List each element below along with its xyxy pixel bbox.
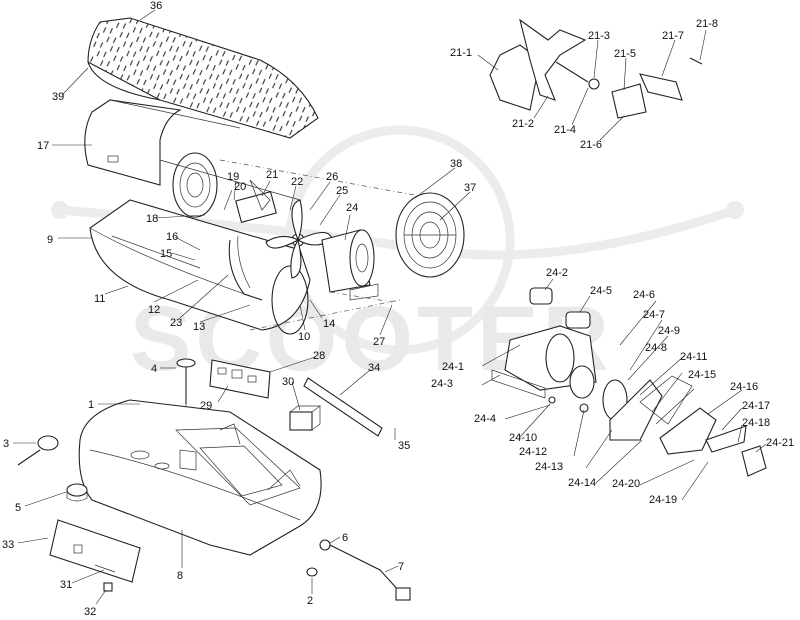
label-8: 8 bbox=[177, 570, 183, 582]
fan-guard-part bbox=[395, 192, 465, 278]
label-24-9: 24-9 bbox=[658, 325, 680, 337]
label-24-20: 24-20 bbox=[612, 478, 640, 490]
label-34: 34 bbox=[368, 362, 380, 374]
label-18: 18 bbox=[146, 213, 158, 225]
axis-line-mid bbox=[249, 299, 401, 331]
inner-liner-part bbox=[84, 99, 241, 186]
label-10: 10 bbox=[298, 331, 310, 343]
label-24-1: 24-1 bbox=[442, 361, 464, 373]
label-21: 21 bbox=[266, 169, 278, 181]
top-cover-part bbox=[87, 17, 319, 139]
label-35: 35 bbox=[398, 440, 410, 452]
leader-lines bbox=[13, 9, 767, 605]
label-32: 32 bbox=[84, 606, 96, 618]
label-21-1: 21-1 bbox=[450, 47, 472, 59]
label-20: 20 bbox=[234, 181, 246, 193]
fuel-cap-part bbox=[66, 483, 88, 502]
label-36: 36 bbox=[150, 0, 162, 12]
label-9: 9 bbox=[47, 234, 53, 246]
label-33: 33 bbox=[2, 539, 14, 551]
pump-assembly-exploded bbox=[489, 18, 703, 119]
label-24-18: 24-18 bbox=[742, 417, 770, 429]
axis-line-upper bbox=[219, 159, 421, 197]
label-4: 4 bbox=[151, 363, 157, 375]
label-6: 6 bbox=[342, 532, 348, 544]
control-board-part bbox=[209, 359, 271, 399]
fuel-line-part bbox=[228, 235, 263, 301]
bracket-bar-part bbox=[303, 377, 383, 437]
label-24-2: 24-2 bbox=[546, 267, 568, 279]
label-29: 29 bbox=[200, 400, 212, 412]
label-24: 24 bbox=[346, 202, 358, 214]
label-15: 15 bbox=[160, 248, 172, 260]
label-37: 37 bbox=[464, 182, 476, 194]
motor-part bbox=[321, 229, 379, 301]
label-24-17: 24-17 bbox=[742, 400, 770, 412]
watermark-dot-left bbox=[51, 201, 69, 219]
label-24-4: 24-4 bbox=[474, 413, 496, 425]
label-24-13: 24-13 bbox=[535, 461, 563, 473]
label-24-10: 24-10 bbox=[509, 432, 537, 444]
label-24-15: 24-15 bbox=[688, 369, 716, 381]
front-plate-part bbox=[49, 519, 141, 583]
label-12: 12 bbox=[148, 304, 160, 316]
label-39: 39 bbox=[52, 91, 64, 103]
label-21-3: 21-3 bbox=[588, 30, 610, 42]
label-21-7: 21-7 bbox=[662, 30, 684, 42]
label-16: 16 bbox=[166, 231, 178, 243]
transformer-part bbox=[289, 405, 322, 431]
label-24-12: 24-12 bbox=[519, 446, 547, 458]
label-13: 13 bbox=[193, 321, 205, 333]
label-11: 11 bbox=[94, 293, 105, 305]
label-21-2: 21-2 bbox=[512, 118, 534, 130]
label-24-11: 24-11 bbox=[680, 351, 707, 363]
label-24-5: 24-5 bbox=[590, 285, 612, 297]
label-31: 31 bbox=[60, 579, 72, 591]
label-22: 22 bbox=[291, 176, 303, 188]
pump-small-part bbox=[235, 179, 277, 223]
label-24-19: 24-19 bbox=[649, 494, 677, 506]
axis-line-27 bbox=[329, 291, 393, 303]
combustion-head-part bbox=[159, 152, 301, 218]
label-3: 3 bbox=[3, 438, 9, 450]
label-24-3: 24-3 bbox=[431, 378, 453, 390]
fuel-tank-part bbox=[78, 399, 322, 556]
label-21-5: 21-5 bbox=[614, 48, 636, 60]
label-24-16: 24-16 bbox=[730, 381, 758, 393]
label-26: 26 bbox=[326, 171, 338, 183]
label-1: 1 bbox=[88, 399, 94, 411]
label-14: 14 bbox=[323, 318, 335, 330]
label-7: 7 bbox=[398, 561, 404, 573]
label-25: 25 bbox=[336, 185, 348, 197]
label-2: 2 bbox=[307, 595, 313, 607]
label-24-7: 24-7 bbox=[643, 309, 665, 321]
label-21-6: 21-6 bbox=[580, 139, 602, 151]
label-27: 27 bbox=[373, 336, 385, 348]
label-38: 38 bbox=[450, 158, 462, 170]
label-28: 28 bbox=[313, 350, 325, 362]
fuel-gauge-part bbox=[17, 435, 59, 466]
watermark-dot-right bbox=[726, 201, 744, 219]
label-5: 5 bbox=[15, 502, 21, 514]
foot-part bbox=[306, 567, 318, 577]
label-24-8: 24-8 bbox=[645, 342, 667, 354]
label-24-14: 24-14 bbox=[568, 477, 596, 489]
label-23: 23 bbox=[170, 317, 182, 329]
label-21-8: 21-8 bbox=[696, 18, 718, 30]
label-19: 19 bbox=[227, 171, 239, 183]
label-24-21: 24-21 bbox=[766, 437, 794, 449]
label-17: 17 bbox=[37, 140, 49, 152]
label-30: 30 bbox=[282, 376, 294, 388]
label-24-6: 24-6 bbox=[633, 289, 655, 301]
power-cord-part bbox=[319, 539, 411, 601]
knob-part bbox=[103, 582, 113, 592]
label-21-4: 21-4 bbox=[554, 124, 576, 136]
motor-assembly-exploded bbox=[491, 287, 767, 477]
